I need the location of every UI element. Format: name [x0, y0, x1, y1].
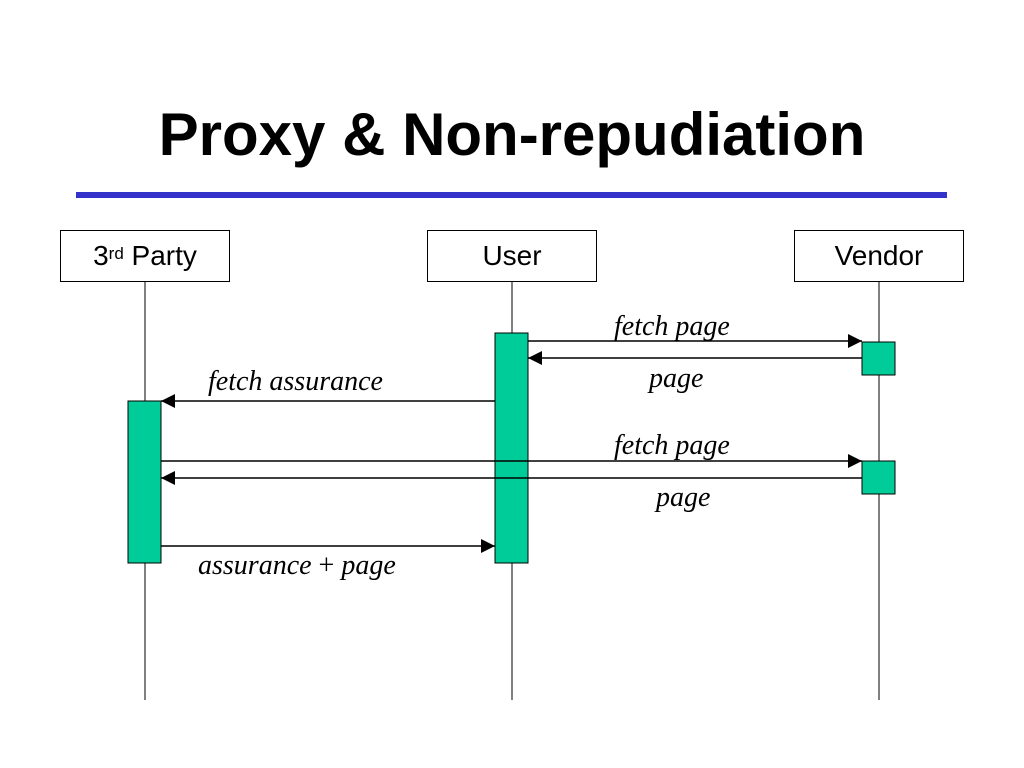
activation-third-party — [127, 400, 162, 564]
label-assurance-plus-page: assurance + page — [198, 550, 396, 582]
actor-user-label: User — [482, 240, 542, 271]
actor-third-party-ordinal: rd — [108, 244, 124, 263]
actor-vendor-label: Vendor — [834, 240, 924, 271]
label-fetch-page-1: fetch page — [614, 311, 730, 342]
label-page-2: page — [656, 482, 711, 513]
actor-third-party-number: 3 — [93, 240, 109, 271]
activation-vendor-1 — [861, 341, 896, 376]
label-page-3: page — [341, 550, 396, 581]
actor-vendor: Vendor — [794, 230, 964, 282]
label-assurance: assurance — [198, 550, 312, 581]
actor-user: User — [427, 230, 597, 282]
activation-vendor-2 — [861, 460, 896, 495]
label-fetch-page-2: fetch page — [614, 430, 730, 461]
title-divider — [76, 192, 947, 198]
label-page-1: page — [649, 363, 704, 394]
label-plus: + — [318, 550, 335, 581]
actor-third-party-label: Party — [123, 240, 197, 271]
label-fetch-assurance: fetch assurance — [208, 366, 383, 397]
activation-user — [494, 332, 529, 564]
page-title: Proxy & Non-repudiation — [158, 101, 866, 168]
